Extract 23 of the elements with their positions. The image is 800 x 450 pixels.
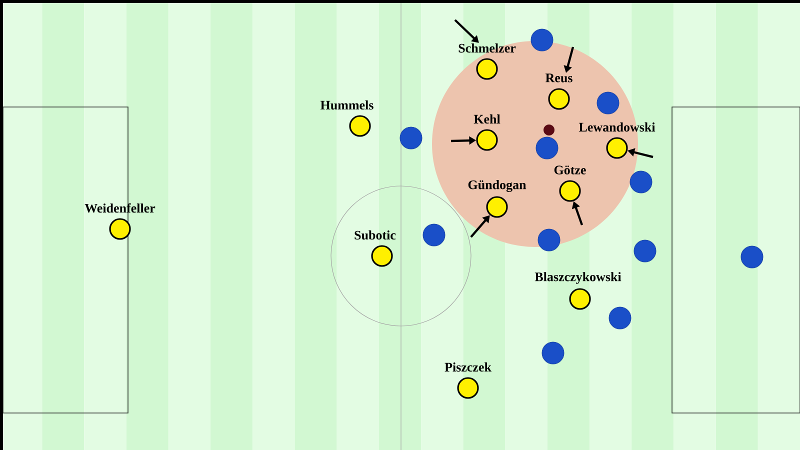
opponent-marker bbox=[530, 28, 554, 52]
player-name: Reus bbox=[546, 74, 572, 82]
player-name: Blaszczykowski bbox=[534, 272, 622, 284]
player-name: Piszczek bbox=[444, 362, 492, 372]
player-name: Götze bbox=[554, 166, 586, 174]
opponent-marker bbox=[634, 240, 656, 262]
player-name: Gündogan bbox=[468, 180, 526, 192]
player-name: Lewandowski bbox=[578, 122, 656, 132]
opponent-marker bbox=[536, 136, 558, 160]
opponent-marker bbox=[542, 342, 564, 364]
opponent-marker bbox=[538, 228, 560, 252]
player-name: Kehl bbox=[474, 114, 500, 124]
arrow bbox=[454, 19, 479, 43]
opponent-marker bbox=[608, 306, 632, 330]
ball bbox=[544, 124, 554, 136]
player-name: Schmelzer bbox=[458, 43, 516, 53]
opponent-marker bbox=[400, 126, 422, 150]
opponent-marker bbox=[596, 92, 620, 114]
opponent-marker bbox=[740, 246, 764, 268]
player-name: Hummels bbox=[320, 100, 374, 110]
opponent-marker bbox=[630, 170, 652, 194]
opponent-marker bbox=[422, 224, 446, 246]
player-name: Subotic bbox=[354, 230, 396, 240]
